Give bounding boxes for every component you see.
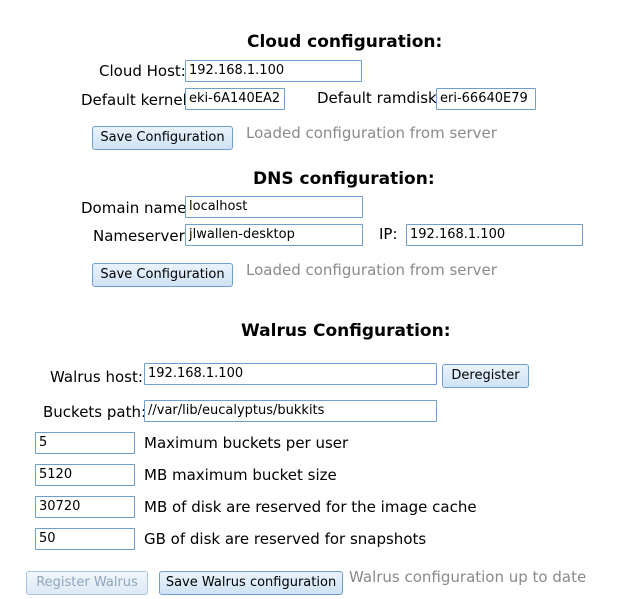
save-walrus-configuration-button[interactable]: Save Walrus configuration — [159, 571, 343, 595]
domain-name-label: Domain name: — [81, 199, 192, 217]
default-kernel-input[interactable]: eki-6A140EA2 — [185, 88, 285, 110]
walrus-host-input[interactable]: 192.168.1.100 — [144, 363, 437, 385]
dns-save-button[interactable]: Save Configuration — [92, 263, 233, 287]
walrus-host-label: Walrus host: — [50, 368, 143, 386]
dns-status-text: Loaded configuration from server — [246, 261, 497, 279]
max-buckets-label: Maximum buckets per user — [144, 434, 349, 452]
cloud-host-label: Cloud Host: — [99, 62, 186, 80]
max-bucket-size-label: MB maximum bucket size — [144, 466, 337, 484]
max-bucket-size-input[interactable]: 5120 — [35, 464, 135, 486]
snapshots-input[interactable]: 50 — [35, 528, 135, 550]
image-cache-label: MB of disk are reserved for the image ca… — [144, 498, 477, 516]
default-ramdisk-label: Default ramdisk: — [317, 89, 442, 107]
default-ramdisk-input[interactable]: eri-66640E79 — [436, 88, 536, 110]
domain-name-input[interactable]: localhost — [185, 196, 363, 218]
default-kernel-label: Default kernel: — [81, 91, 192, 109]
register-walrus-button[interactable]: Register Walrus — [26, 571, 148, 595]
buckets-path-input[interactable]: //var/lib/eucalyptus/bukkits — [144, 400, 437, 422]
walrus-status-text: Walrus configuration up to date — [349, 568, 587, 586]
dns-ip-input[interactable]: 192.168.1.100 — [406, 224, 583, 246]
nameserver-label: Nameserver: — [93, 227, 190, 245]
dns-config-title: DNS configuration: — [253, 169, 435, 189]
max-buckets-input[interactable]: 5 — [35, 432, 135, 454]
image-cache-input[interactable]: 30720 — [35, 496, 135, 518]
nameserver-input[interactable]: jlwallen-desktop — [185, 224, 363, 246]
cloud-save-button[interactable]: Save Configuration — [92, 126, 233, 150]
snapshots-label: GB of disk are reserved for snapshots — [144, 530, 427, 548]
deregister-button[interactable]: Deregister — [442, 364, 529, 388]
cloud-status-text: Loaded configuration from server — [246, 124, 497, 142]
walrus-config-title: Walrus Configuration: — [241, 321, 451, 341]
cloud-config-title: Cloud configuration: — [247, 32, 443, 52]
cloud-host-input[interactable]: 192.168.1.100 — [185, 60, 362, 82]
dns-ip-label: IP: — [379, 225, 398, 243]
buckets-path-label: Buckets path: — [43, 403, 147, 421]
